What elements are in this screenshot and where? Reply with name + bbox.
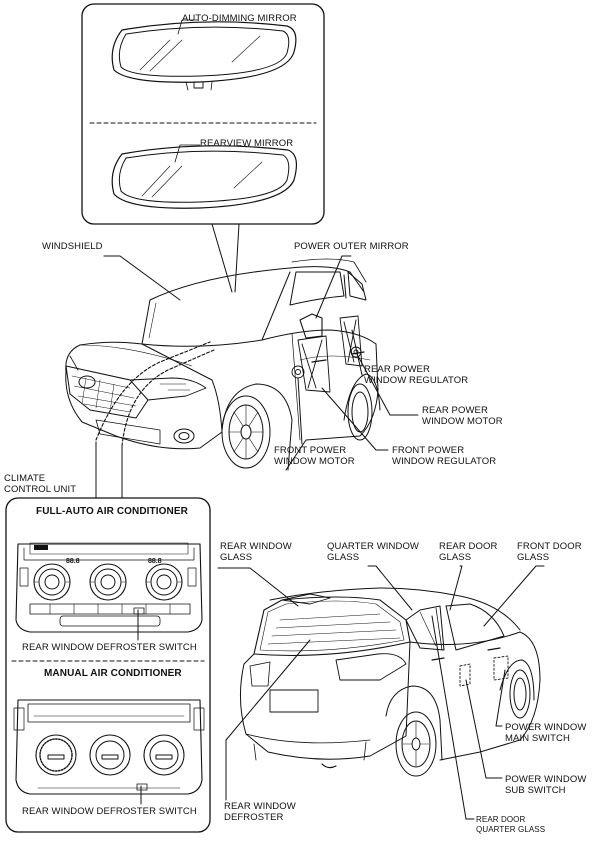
rear-power-window-regulator-illustration [339, 315, 363, 367]
auto-dimming-mirror-label: AUTO-DIMMING MIRROR [182, 13, 297, 24]
rear-window-defroster-label: REAR WINDOW DEFROSTER [224, 801, 296, 823]
rear-door-quarter-glass-label: REAR DOOR QUARTER GLASS [476, 815, 546, 834]
front-door-glass-label: FRONT DOOR GLASS [517, 541, 582, 563]
manual-air-conditioner-heading: MANUAL AIR CONDITIONER [44, 668, 182, 679]
front-power-window-motor-label: FRONT POWER WINDOW MOTOR [274, 445, 355, 467]
rear-power-window-regulator-label: REAR POWER WINDOW REGULATOR [364, 364, 469, 386]
temp-display-right: 88.8 [148, 558, 162, 565]
full-auto-air-conditioner-illustration [15, 542, 203, 633]
mirror-callout-panel [81, 3, 325, 225]
full-auto-air-conditioner-heading: FULL-AUTO AIR CONDITIONER [36, 506, 188, 517]
manual-air-conditioner-illustration [13, 699, 205, 795]
rear-car-illustration [239, 587, 541, 777]
front-power-window-regulator-illustration [291, 335, 331, 393]
power-outer-mirror-label: POWER OUTER MIRROR [294, 241, 409, 252]
power-window-main-switch-label: POWER WINDOW MAIN SWITCH [505, 722, 587, 744]
rear-door-glass-label: REAR DOOR GLASS [439, 541, 498, 563]
windshield-label: WINDSHIELD [42, 241, 103, 252]
power-window-sub-switch-label: POWER WINDOW SUB SWITCH [505, 774, 587, 796]
temp-display-left: 88.8 [66, 558, 80, 565]
front-car-illustration [65, 258, 381, 471]
rear-window-defroster-switch-label-full-auto: REAR WINDOW DEFROSTER SWITCH [22, 642, 197, 653]
rear-window-defroster-switch-label-manual: REAR WINDOW DEFROSTER SWITCH [22, 806, 197, 817]
climate-control-panel [5, 497, 211, 833]
rearview-mirror-illustration [111, 144, 298, 209]
rearview-mirror-label: REARVIEW MIRROR [200, 138, 294, 149]
rear-window-glass-label: REAR WINDOW GLASS [220, 541, 292, 563]
rear-power-window-motor-label: REAR POWER WINDOW MOTOR [422, 405, 503, 427]
front-power-window-regulator-label: FRONT POWER WINDOW REGULATOR [392, 445, 497, 467]
quarter-window-glass-label: QUARTER WINDOW GLASS [327, 541, 419, 563]
auto-dimming-mirror-illustration [111, 19, 297, 91]
climate-control-unit-label: CLIMATE CONTROL UNIT [4, 473, 77, 495]
